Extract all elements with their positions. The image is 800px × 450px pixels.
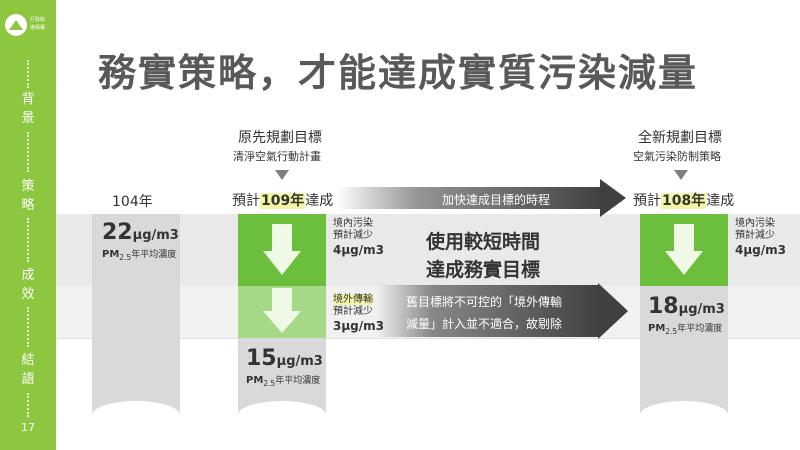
bar-104 bbox=[92, 214, 180, 415]
sidebar-section-label: 背 景 bbox=[21, 92, 35, 126]
bar-108-value: 18μg/m3 PM2.5年平均濃度 bbox=[648, 294, 725, 336]
caption-pm: PM bbox=[102, 249, 120, 260]
caption-sub: 2.5 bbox=[665, 326, 678, 336]
sidebar: 行政院 環保署 背 景 策 略 成 效 結 語 17 bbox=[0, 0, 56, 450]
note-line: 預計減少 bbox=[333, 306, 373, 317]
down-arrow-icon bbox=[263, 224, 301, 276]
sidebar-section-strategy[interactable]: 策 略 bbox=[0, 177, 56, 215]
year-prefix: 預計 bbox=[232, 193, 260, 209]
value-caption: PM2.5年平均濃度 bbox=[648, 321, 725, 336]
caption-rest: 年平均濃度 bbox=[677, 324, 723, 334]
sidebar-section-background[interactable]: 背 景 bbox=[0, 90, 56, 128]
value-caption: PM2.5年平均濃度 bbox=[246, 373, 323, 388]
original-target-subheading: 清淨空氣行動計畫 bbox=[233, 150, 321, 163]
note-amount: 3μg/m3 bbox=[333, 319, 385, 333]
year-highlight: 108年 bbox=[661, 193, 707, 209]
year-suffix: 達成 bbox=[706, 193, 735, 209]
bar-wave bbox=[238, 401, 326, 415]
center-message-line-1: 使用較短時間 bbox=[426, 231, 541, 253]
caption-pm: PM bbox=[648, 323, 666, 334]
note-line: 境內污染 bbox=[333, 218, 373, 229]
caption-rest: 年平均濃度 bbox=[275, 376, 321, 386]
sidebar-divider bbox=[27, 218, 29, 262]
logo-line-1: 行政院 bbox=[30, 17, 46, 23]
note-line: 預計減少 bbox=[735, 230, 775, 241]
note-amount: 4μg/m3 bbox=[333, 243, 385, 257]
sidebar-section-label: 策 略 bbox=[21, 179, 35, 213]
value-caption: PM2.5年平均濃度 bbox=[102, 247, 179, 262]
band-divider bbox=[56, 338, 800, 339]
value-unit: μg/m3 bbox=[132, 228, 179, 243]
sidebar-divider bbox=[27, 132, 29, 172]
sidebar-divider bbox=[27, 393, 29, 417]
bar-104-value: 22μg/m3 PM2.5年平均濃度 bbox=[102, 220, 179, 262]
bar-109-remaining-segment bbox=[238, 338, 326, 415]
page-number: 17 bbox=[21, 421, 35, 434]
sidebar-section-label: 成 效 bbox=[21, 268, 35, 302]
note-domestic-reduction-new: 境內污染 預計減少 4μg/m3 bbox=[735, 218, 786, 256]
epa-logo: 行政院 環保署 bbox=[5, 14, 51, 40]
year-prefix: 預計 bbox=[633, 193, 661, 209]
arrow-label-line-2: 減量」計入並不適合，故剔除 bbox=[406, 317, 563, 331]
value-unit: μg/m3 bbox=[276, 354, 323, 369]
note-line: 境內污染 bbox=[735, 218, 775, 229]
note-foreign-reduction-original: 境外傳輸 預計減少 3μg/m3 bbox=[333, 294, 384, 332]
caption-rest: 年平均濃度 bbox=[131, 250, 177, 260]
note-domestic-reduction-original: 境內污染 預計減少 4μg/m3 bbox=[333, 218, 384, 256]
caption-sub: 2.5 bbox=[119, 252, 132, 262]
center-message-line-2: 達成務實目標 bbox=[426, 259, 541, 281]
mountain-logo-icon bbox=[5, 14, 27, 36]
arrow-label: 加快達成目標的時程 bbox=[441, 193, 550, 207]
arrow-accelerate-timeline: 加快達成目標的時程 bbox=[336, 179, 626, 217]
sidebar-section-label: 結 語 bbox=[21, 353, 35, 387]
value-unit: μg/m3 bbox=[678, 302, 725, 317]
note-line: 境外傳輸 bbox=[333, 294, 373, 305]
bar-wave bbox=[92, 401, 180, 415]
bar-109-value: 15μg/m3 PM2.5年平均濃度 bbox=[246, 346, 323, 388]
caption-pm: PM bbox=[246, 375, 264, 386]
note-line: 預計減少 bbox=[333, 230, 373, 241]
sidebar-section-results[interactable]: 成 效 bbox=[0, 266, 56, 304]
caret-down-icon bbox=[275, 170, 289, 180]
value-number: 15 bbox=[246, 346, 277, 371]
sidebar-divider bbox=[27, 60, 29, 88]
year-suffix: 達成 bbox=[305, 193, 334, 209]
down-arrow-icon bbox=[665, 224, 703, 276]
bar-108-remaining-segment bbox=[640, 286, 728, 415]
sidebar-section-conclusion[interactable]: 結 語 bbox=[0, 351, 56, 389]
new-year-label: 預計108年達成 bbox=[633, 190, 734, 210]
new-target-heading: 全新規劃目標 bbox=[638, 130, 722, 146]
down-arrow-icon bbox=[263, 288, 301, 340]
slide-title: 務實策略，才能達成實質污染減量 bbox=[98, 51, 699, 95]
center-message: 使用較短時間 達成務實目標 bbox=[426, 228, 540, 284]
year-highlight: 109年 bbox=[260, 193, 306, 209]
logo-line-2: 環保署 bbox=[30, 25, 46, 31]
sidebar-divider bbox=[27, 307, 29, 347]
original-target-heading: 原先規劃目標 bbox=[238, 130, 322, 146]
bar-wave bbox=[640, 401, 728, 415]
year-104-label: 104年 bbox=[112, 194, 153, 210]
value-number: 22 bbox=[102, 220, 133, 245]
note-amount: 4μg/m3 bbox=[735, 243, 787, 257]
arrow-label-line-1: 舊目標將不可控的「境外傳輸 bbox=[406, 295, 563, 309]
original-year-label: 預計109年達成 bbox=[232, 190, 333, 210]
new-target-subheading: 空氣污染防制策略 bbox=[633, 150, 721, 163]
arrow-exclude-foreign: 舊目標將不可控的「境外傳輸 減量」計入並不適合，故剔除 bbox=[376, 283, 628, 343]
value-number: 18 bbox=[648, 294, 679, 319]
caption-sub: 2.5 bbox=[263, 378, 276, 388]
caret-down-icon bbox=[674, 170, 688, 180]
